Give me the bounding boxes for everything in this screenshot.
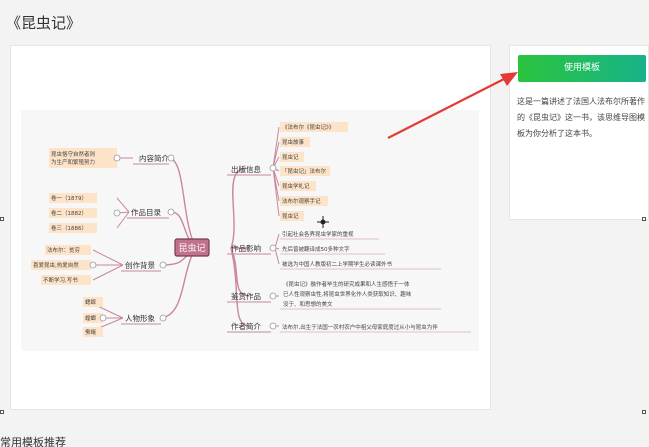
branch-title-right-2: 作品影响 (231, 243, 261, 253)
branch-title-left-2: 作品目录 (131, 207, 161, 217)
branch-title-right-3: 鉴赏作品 (231, 291, 261, 301)
branch-title-left-1: 内容简介 (139, 153, 169, 163)
leaf-text: 「昆虫记」法布尔 (282, 167, 327, 175)
leaf-node (41, 275, 91, 285)
leaf-text: 蟋蟀 (85, 298, 97, 306)
leaf-node (280, 181, 316, 191)
move-cursor-icon (317, 216, 329, 228)
leaf-text: 法布尔：贫穷 (47, 246, 81, 254)
leaf-node (49, 148, 117, 168)
arrow-head (500, 72, 518, 86)
leaf-text: 没于、和思想的美文 (283, 300, 333, 308)
center-node (174, 238, 210, 257)
leaf-text: 先后曾被翻译成50多种文字 (282, 245, 350, 253)
use-template-button[interactable]: 使用模板 (518, 55, 646, 82)
leaf-node (280, 122, 348, 132)
leaf-node (83, 313, 103, 323)
leaf-text: 已人性观察虫性,将昆虫世界化作人类获取知识、趣味 (283, 290, 412, 298)
leaf-node (280, 166, 330, 176)
leaf-text: 法布尔,出生于法国一农村农户中祖父母家庭度过从小与昆虫为伴 (282, 323, 438, 331)
leaf-node (83, 327, 103, 337)
leaf-text: 为生产和繁殖努力 (51, 158, 95, 166)
mindmap-preview: 昆虫记 内容简介 作品目录 创作背景 人物形象 昆虫恪守自然者则 为生产和繁殖努… (21, 110, 479, 351)
leaf-node (45, 245, 91, 255)
branch-title-right-1: 出版信息 (231, 164, 261, 174)
leaf-text: 昆虫恪守自然者则 (51, 150, 95, 158)
red-arrow-annotation (387, 72, 518, 139)
resize-handle[interactable] (642, 410, 646, 414)
branch-title-right-4: 作者简介 (231, 321, 261, 331)
leaf-node (280, 137, 310, 147)
leaf-text: 法布尔观察手记 (282, 197, 321, 205)
leaf-text: 引起社会各界昆虫学家的重视 (282, 230, 354, 238)
leaf-text: 《昆虫记》融作者毕生的研究成果和人生感悟于一体 (283, 280, 410, 288)
leaf-text: 蚕蛾 (85, 328, 97, 336)
leaf-node (280, 196, 328, 206)
leaf-text: 昆虫故事 (282, 138, 305, 146)
template-description: 这是一篇讲述了法国人法布尔所著作的《昆虫记》这一书，该思维导图模板为你分析了这本… (517, 97, 645, 138)
resize-handle[interactable] (0, 410, 4, 414)
leaf-text: 昆虫记 (282, 212, 299, 220)
leaf-node (280, 152, 304, 162)
branch-title-left-3: 创作背景 (125, 260, 155, 270)
collapse-toggles (89, 154, 277, 330)
resize-handle[interactable] (0, 217, 4, 221)
leaf-text: 螳螂 (85, 314, 97, 322)
leaf-node (49, 208, 97, 218)
leaf-node (280, 211, 304, 221)
leaf-node (31, 260, 91, 270)
branch-title-left-4: 人物形象 (125, 313, 155, 323)
leaf-text: 卷三（1886） (51, 224, 87, 232)
page-title: 《昆虫记》 (6, 14, 82, 32)
mindmap-canvas: 昆虫记 内容简介 作品目录 创作背景 人物形象 昆虫恪守自然者则 为生产和繁殖努… (31, 122, 471, 337)
leaf-text: 昆虫学札记 (282, 182, 310, 190)
center-node-label: 昆虫记 (178, 242, 205, 254)
leaf-text: 卷一（1879） (51, 194, 87, 202)
leaf-text: 喜爱昆虫,热爱自然 (33, 261, 79, 269)
leaf-text: 不断学习,写书 (43, 276, 78, 284)
leaf-node (49, 223, 97, 233)
leaf-text: 昆虫记 (282, 153, 299, 161)
recommended-templates-heading: 常用模板推荐 (0, 436, 66, 447)
leaf-text: 卷二（1882） (51, 209, 87, 217)
leaf-node (83, 297, 103, 307)
leaf-text: 被选为中国人教版初二上学期学生必读课外书 (282, 260, 393, 268)
leaf-text: 《法布尔《昆虫记》》 (282, 123, 334, 131)
resize-handle[interactable] (642, 217, 646, 221)
arrow-shaft (387, 77, 507, 139)
leaf-node (49, 193, 97, 203)
